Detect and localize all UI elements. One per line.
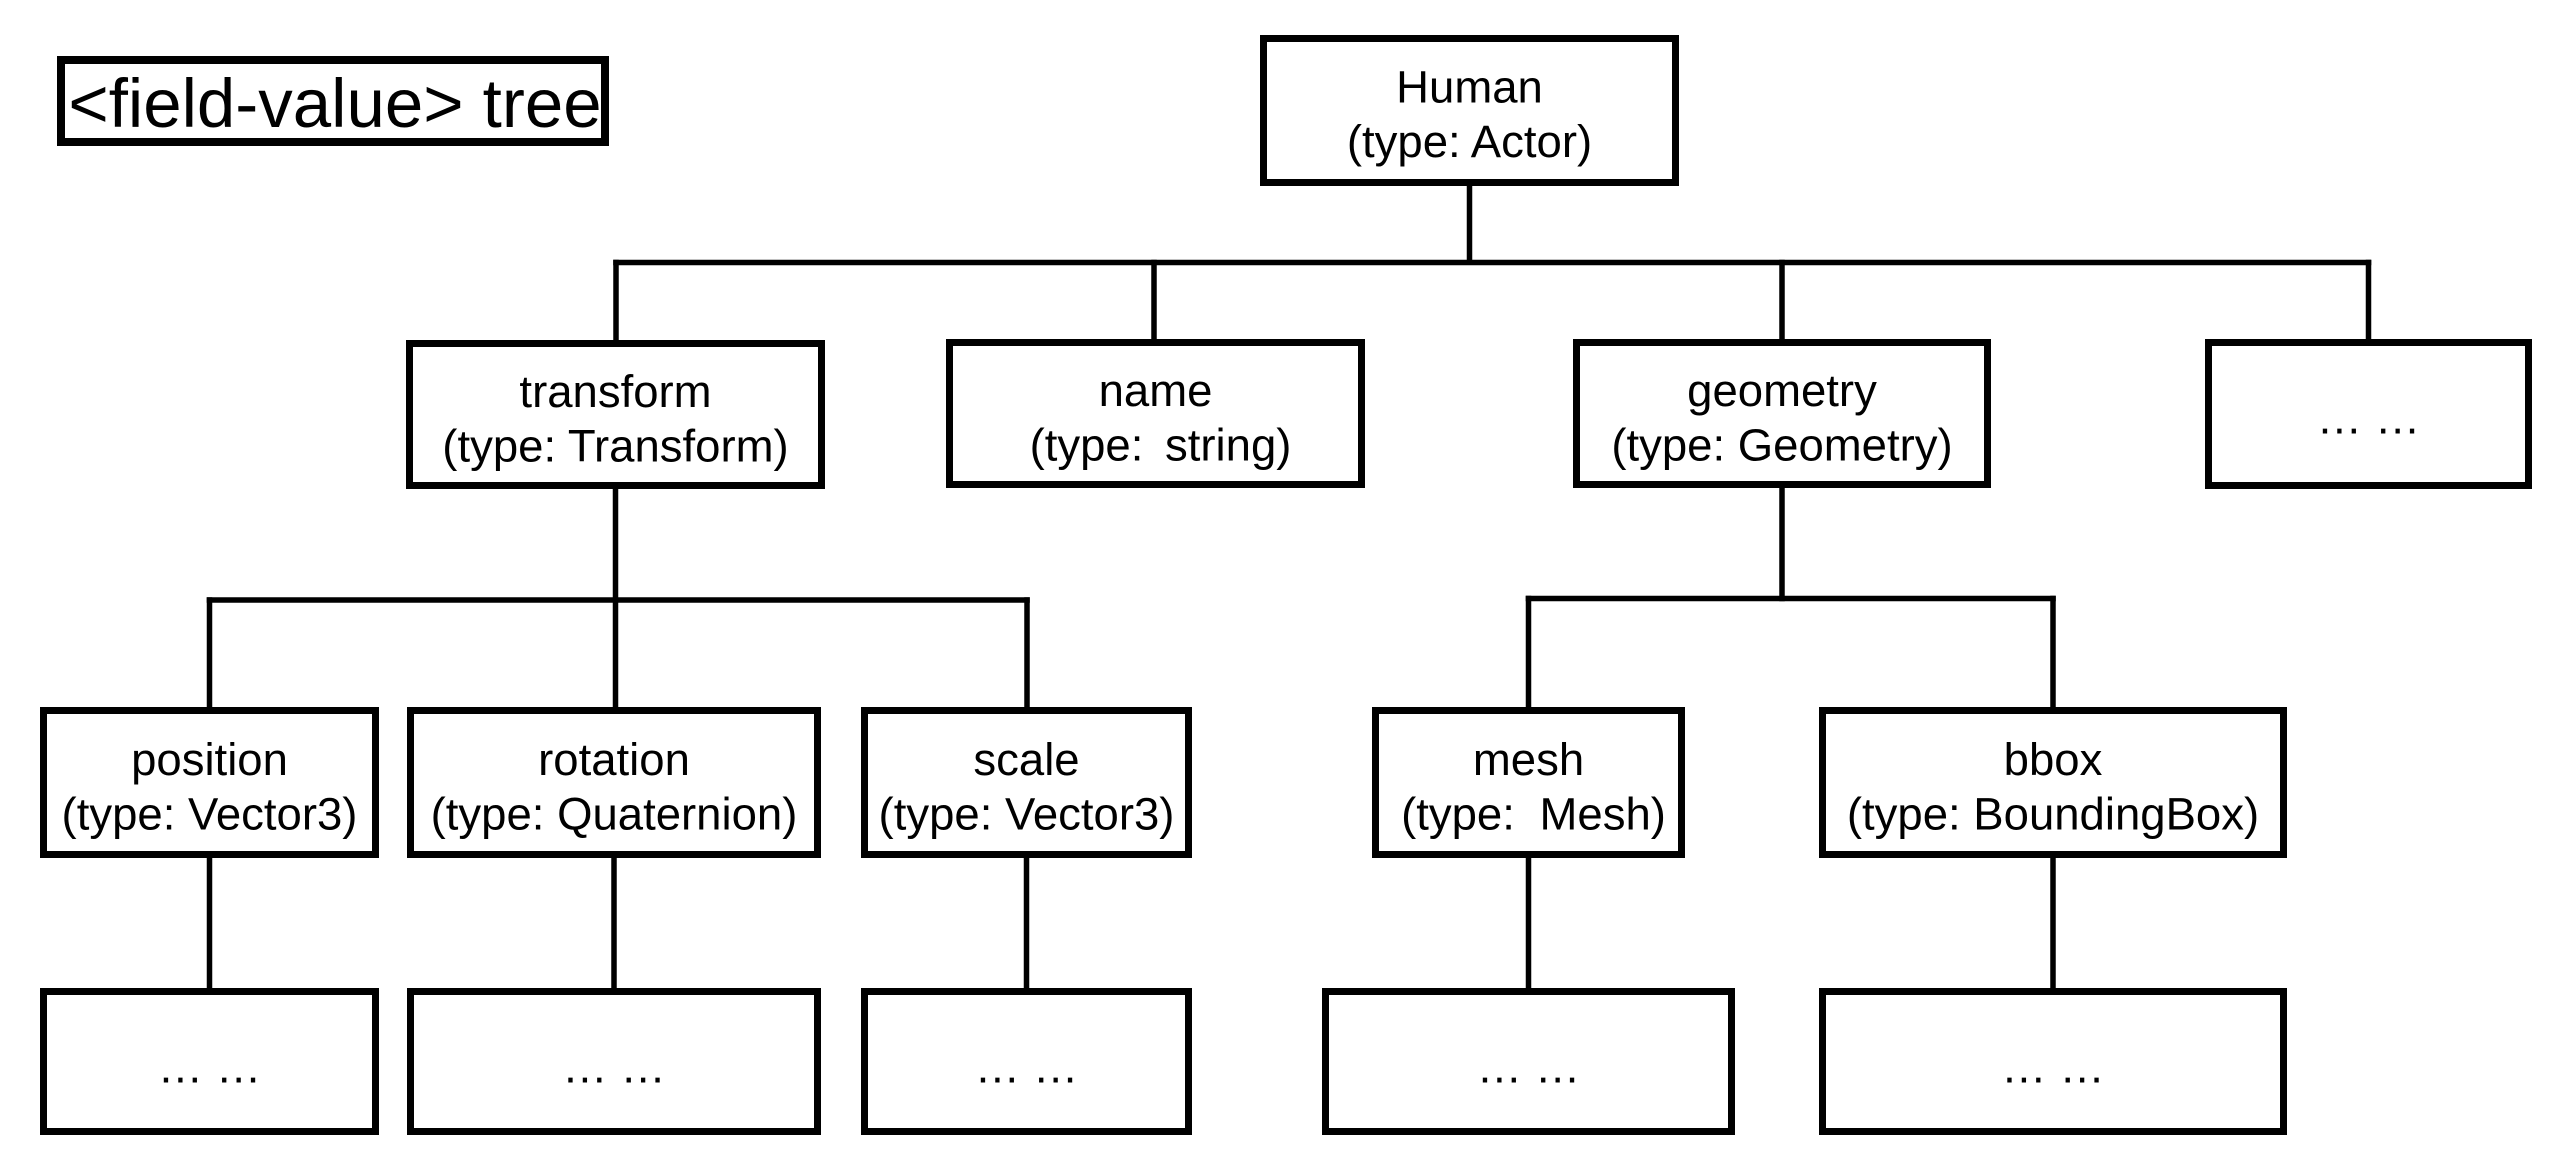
svg-text:… …: … … (562, 1042, 666, 1093)
svg-text:… …: … … (2001, 1042, 2105, 1093)
svg-text:… …: … … (1477, 1042, 1581, 1093)
svg-text:mesh: mesh (1473, 734, 1584, 785)
svg-text:name: name (1099, 365, 1213, 416)
svg-text:rotation: rotation (538, 734, 690, 785)
svg-text:bbox: bbox (2004, 734, 2103, 785)
svg-text:(type: Geometry): (type: Geometry) (1611, 419, 1952, 470)
svg-text:… …: … … (158, 1042, 262, 1093)
svg-text:(type: Mesh): (type: Mesh) (1401, 788, 1666, 839)
svg-text:(type: Transform): (type: Transform) (442, 420, 788, 471)
svg-text:scale: scale (973, 734, 1079, 785)
svg-text:(type: Quaternion): (type: Quaternion) (431, 788, 798, 839)
svg-text:… …: … … (2317, 393, 2421, 444)
svg-text:(type: Vector3): (type: Vector3) (62, 788, 358, 839)
svg-text:… …: … … (975, 1042, 1079, 1093)
svg-text:(type: BoundingBox): (type: BoundingBox) (1847, 788, 2259, 839)
svg-text:geometry: geometry (1687, 365, 1877, 416)
svg-text:transform: transform (519, 366, 711, 417)
svg-text:(type: Actor): (type: Actor) (1347, 116, 1592, 167)
svg-text:Human: Human (1396, 62, 1543, 113)
svg-text:(type: Vector3): (type: Vector3) (879, 788, 1175, 839)
svg-text:position: position (131, 734, 288, 785)
svg-text:(type: string): (type: string) (1030, 419, 1292, 470)
svg-text:<field-value> tree: <field-value> tree (68, 65, 601, 142)
